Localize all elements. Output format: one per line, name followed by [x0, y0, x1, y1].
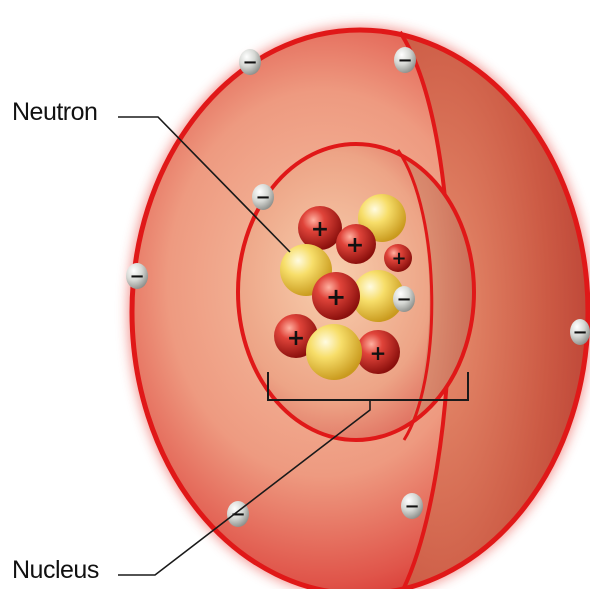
electron-minus-sign: −: [572, 322, 587, 343]
nucleus-label: Nucleus: [12, 556, 99, 585]
neutron-label: Neutron: [12, 98, 97, 127]
electron: −: [126, 263, 148, 289]
proton-particle: +: [312, 272, 360, 320]
proton-particle: +: [356, 330, 400, 374]
electron-minus-sign: −: [397, 50, 412, 71]
electron-minus-sign: −: [242, 52, 257, 73]
electron-minus-sign: −: [396, 289, 411, 310]
proton-plus-sign: +: [391, 248, 406, 269]
proton-plus-sign: +: [370, 341, 387, 365]
proton-plus-sign: +: [311, 217, 329, 242]
electron-minus-sign: −: [255, 187, 270, 208]
electron-minus-sign: −: [129, 266, 144, 287]
proton-particle: +: [384, 244, 412, 272]
proton-plus-sign: +: [346, 233, 364, 258]
electron-minus-sign: −: [404, 496, 419, 517]
electron: −: [570, 319, 590, 345]
electron: −: [252, 184, 274, 210]
proton-plus-sign: +: [326, 283, 346, 311]
neutron-particle: [306, 324, 362, 380]
proton-particle: +: [298, 206, 342, 250]
proton-plus-sign: +: [287, 326, 305, 351]
electron: −: [239, 49, 261, 75]
electron: −: [401, 493, 423, 519]
electron: −: [393, 286, 415, 312]
proton-particle: +: [336, 224, 376, 264]
electron: −: [394, 47, 416, 73]
